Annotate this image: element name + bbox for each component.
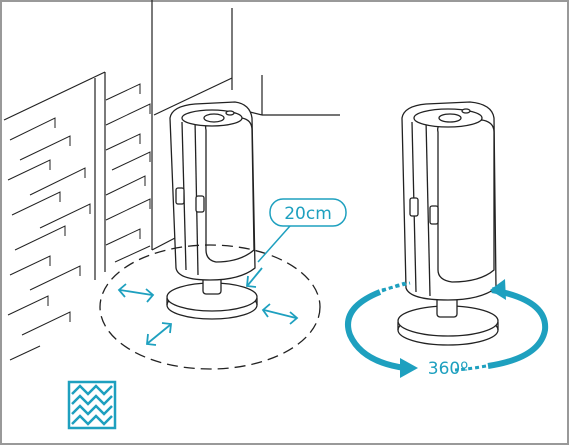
distance-label-bubble xyxy=(269,198,347,227)
clearance-zone xyxy=(99,244,321,370)
distance-label: 20cm xyxy=(284,204,332,224)
device-left xyxy=(166,101,258,320)
brick-pattern xyxy=(7,83,151,361)
rotation-arrowhead-top xyxy=(490,279,506,300)
device-right xyxy=(397,101,499,346)
rotation-label: 360º xyxy=(428,359,468,379)
wall-corner xyxy=(3,0,340,280)
herringbone-pattern-icon xyxy=(67,380,117,430)
circular-arrow-icon xyxy=(345,281,549,372)
double-arrow-icon xyxy=(117,267,299,346)
distance-callout: 20cm xyxy=(257,198,347,263)
rotation-arrowhead-bottom xyxy=(400,358,418,378)
